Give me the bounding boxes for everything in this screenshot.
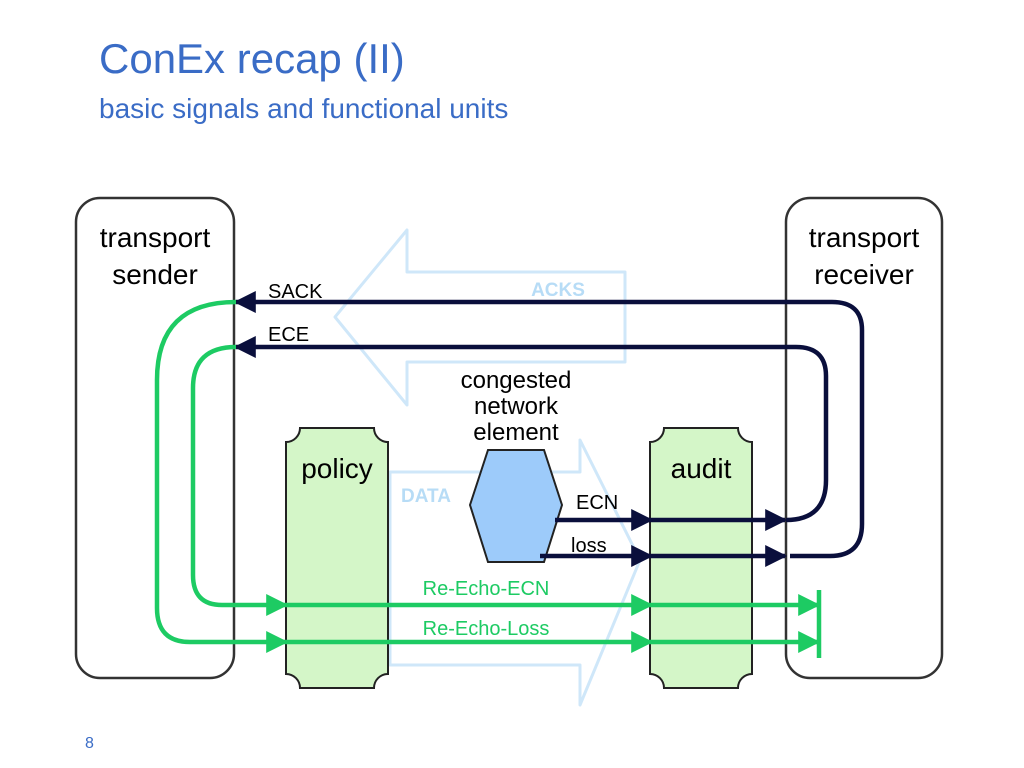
data-flow-label: DATA [401, 486, 451, 507]
network-element-hexagon [468, 449, 564, 563]
slide-subtitle: basic signals and functional units [99, 93, 509, 124]
re-echo-ecn-label: Re-Echo-ECN [423, 578, 550, 600]
ecn-signal-label: ECN [576, 492, 618, 514]
slide-title: ConEx recap (II) [99, 35, 405, 82]
policy-label: policy [301, 453, 373, 484]
ece-signal-label: ECE [268, 324, 309, 346]
page-number: 8 [85, 735, 94, 752]
policy-block [285, 427, 389, 689]
re-echo-loss-label: Re-Echo-Loss [423, 618, 550, 640]
acks-flow-label: ACKS [531, 280, 585, 301]
ece-signal-arrow [233, 336, 829, 523]
transport-sender-label-line1: transport [100, 222, 211, 253]
sack-signal-label: SACK [268, 281, 323, 303]
network-element-label-line2: network [474, 393, 559, 420]
transport-sender-label-line2: sender [112, 259, 198, 290]
transport-receiver-label-line1: transport [809, 222, 920, 253]
re-echo-ecn-signal-path [190, 344, 289, 616]
re-echo-loss-signal-path [154, 299, 289, 653]
audit-label: audit [671, 453, 732, 484]
data-flow-arrow [388, 438, 642, 707]
sack-signal-arrow [233, 291, 865, 559]
network-element-label-line1: congested [461, 367, 572, 394]
transport-receiver-label-line2: receiver [814, 259, 914, 290]
acks-flow-arrow [333, 228, 627, 407]
loss-signal-label: loss [571, 535, 607, 557]
network-element-label-line3: element [473, 419, 559, 446]
